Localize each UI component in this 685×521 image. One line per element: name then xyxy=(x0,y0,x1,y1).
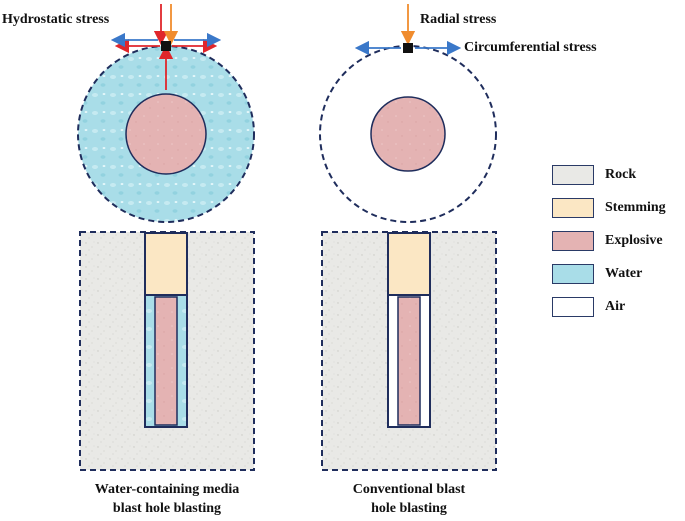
explosive-core-conv xyxy=(370,96,446,172)
legend-swatch-explosive xyxy=(552,231,594,251)
circumferential-stress-label: Circumferential stress xyxy=(464,40,597,55)
water-caption-line2: blast hole blasting xyxy=(112,501,222,516)
stress-element-conv xyxy=(403,43,413,53)
water-longitudinal-section xyxy=(79,231,255,471)
legend-label-water: Water xyxy=(605,266,643,281)
legend-swatch-water xyxy=(552,264,594,284)
conventional-longitudinal-section xyxy=(321,231,497,471)
radial-stress-label: Radial stress xyxy=(420,12,497,27)
stemming-right xyxy=(387,232,431,296)
explosive-charge-right xyxy=(397,296,421,426)
legend-swatch-stemming xyxy=(552,198,594,218)
conv-caption-line2: hole blasting xyxy=(371,501,447,516)
stress-element xyxy=(161,41,171,51)
conventional-cross-section xyxy=(319,4,497,223)
legend-swatch-rock xyxy=(552,165,594,185)
legend-label-air: Air xyxy=(605,299,626,314)
explosive-core xyxy=(125,93,207,175)
legend-swatch-air xyxy=(552,297,594,317)
water-caption: Water-containing media blast hole blasti… xyxy=(62,480,272,518)
hydrostatic-stress-label: Hydrostatic stress xyxy=(2,12,110,27)
legend-label-explosive: Explosive xyxy=(605,233,663,248)
explosive-charge-left xyxy=(154,296,178,426)
legend-label-rock: Rock xyxy=(605,167,637,182)
water-cross-section xyxy=(77,4,255,223)
stemming-left xyxy=(144,232,188,296)
conventional-caption: Conventional blast hole blasting xyxy=(312,480,506,518)
conv-caption-line1: Conventional blast xyxy=(352,482,466,497)
water-caption-line1: Water-containing media xyxy=(94,482,240,497)
legend-label-stemming: Stemming xyxy=(605,200,666,215)
